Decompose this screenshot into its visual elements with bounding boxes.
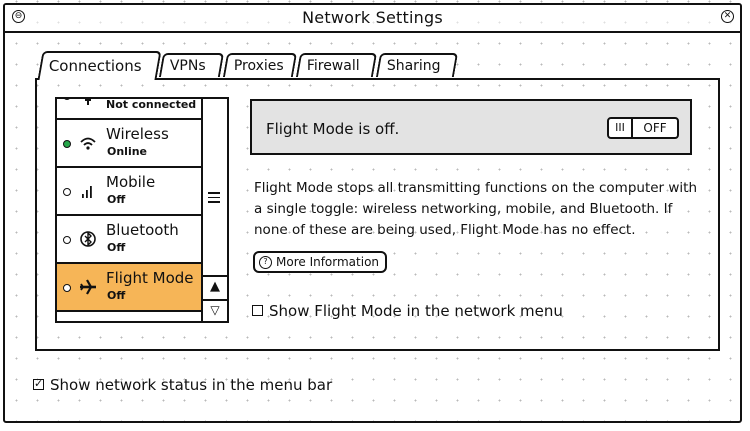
tab-firewall[interactable]: Firewall	[295, 53, 378, 77]
radio-indicator	[63, 236, 71, 244]
list-item-mobile[interactable]: Mobile Off	[57, 168, 203, 216]
title-bar[interactable]: ⊖ Network Settings ✕	[5, 5, 740, 33]
connection-status: Off	[107, 193, 126, 206]
flight-mode-toggle[interactable]: III OFF	[607, 117, 679, 139]
show-network-status-checkbox[interactable]: ✓	[33, 377, 44, 390]
flight-mode-state-text: Flight Mode is off.	[266, 120, 400, 138]
radio-indicator	[63, 188, 71, 196]
connection-name: Flight Mode	[106, 269, 194, 287]
connection-name: Not connected	[106, 98, 197, 111]
tab-connections[interactable]: Connections	[37, 51, 162, 80]
airplane-icon	[80, 279, 96, 295]
scroll-up-arrow-icon[interactable]: ▲	[203, 275, 227, 297]
connection-status: Off	[107, 289, 126, 302]
connection-name: Wireless	[106, 125, 169, 143]
connection-name: Bluetooth	[106, 221, 179, 239]
window-title: Network Settings	[302, 8, 443, 27]
list-item-wireless[interactable]: Wireless Online	[57, 120, 203, 168]
tab-sharing[interactable]: Sharing	[375, 53, 459, 77]
ethernet-icon	[85, 99, 91, 105]
list-item-bluetooth[interactable]: Bluetooth Off	[57, 216, 203, 264]
wifi-icon	[80, 137, 96, 150]
list-item-flight-mode[interactable]: Flight Mode Off	[57, 264, 203, 312]
network-settings-window: ⊖ Network Settings ✕	[3, 3, 742, 423]
show-network-status-option[interactable]: ✓ Show network status in the menu bar	[33, 376, 332, 394]
connections-panel	[35, 78, 720, 351]
more-information-label: More Information	[276, 255, 380, 269]
connection-status: Online	[107, 145, 148, 158]
list-item-ethernet[interactable]: Not connected	[57, 98, 203, 120]
radio-indicator	[63, 99, 71, 100]
connection-list-items: Not connected Wireless Online Mobile Off…	[57, 98, 203, 312]
window-menu-button[interactable]: ⊖	[12, 10, 25, 23]
connection-status: Off	[107, 241, 126, 254]
toggle-value: OFF	[643, 121, 667, 135]
tab-proxies[interactable]: Proxies	[222, 53, 298, 77]
radio-indicator	[63, 284, 71, 292]
show-flight-mode-option[interactable]: Show Flight Mode in the network menu	[252, 302, 563, 320]
flight-mode-description: Flight Mode stops all transmitting funct…	[254, 180, 698, 238]
scroll-thumb-grip-icon[interactable]	[208, 192, 220, 206]
connection-list[interactable]: Not connected Wireless Online Mobile Off…	[55, 97, 229, 323]
help-icon: ?	[259, 256, 272, 269]
bluetooth-icon	[80, 231, 96, 247]
show-flight-mode-label: Show Flight Mode in the network menu	[269, 302, 563, 320]
connection-name: Mobile	[106, 173, 156, 191]
show-flight-mode-checkbox[interactable]	[252, 305, 263, 316]
close-button[interactable]: ✕	[721, 10, 734, 23]
scroll-down-arrow-icon[interactable]: ▽	[203, 299, 227, 321]
show-network-status-label: Show network status in the menu bar	[50, 376, 333, 394]
tab-vpns[interactable]: VPNs	[158, 53, 225, 77]
flight-mode-status-panel: Flight Mode is off. III OFF	[250, 99, 692, 155]
more-information-button[interactable]: ? More Information	[253, 251, 388, 273]
toggle-knob-icon: III	[609, 119, 633, 137]
online-indicator	[63, 140, 71, 148]
list-scrollbar[interactable]: ▲ ▽	[201, 99, 227, 321]
signal-bars-icon	[82, 186, 92, 198]
